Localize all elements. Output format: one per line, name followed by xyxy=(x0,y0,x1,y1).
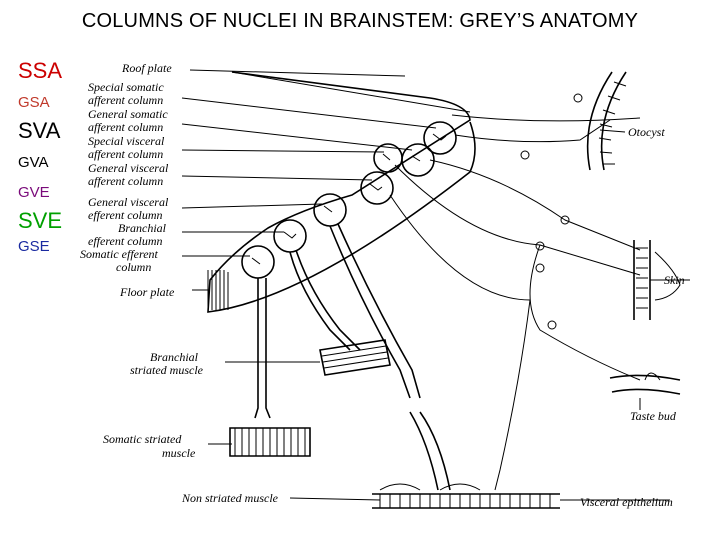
branchial-muscle-tissue xyxy=(319,339,391,376)
label-sva-line1: Special visceral xyxy=(88,134,165,148)
legend-gve: GVE xyxy=(18,184,50,201)
label-ssa-line1: Special somatic xyxy=(88,80,164,94)
nuclei xyxy=(241,121,457,279)
label-gve-line1: General visceral xyxy=(88,195,169,209)
label-branchial-muscle-line1: Branchial xyxy=(150,350,199,364)
efferent-axons xyxy=(254,223,451,491)
label-somatic-efferent-line1: Somatic efferent xyxy=(80,247,159,261)
leader-lines xyxy=(181,69,690,501)
otocyst-epithelium xyxy=(586,71,627,171)
legend-gsa: GSA xyxy=(18,94,50,111)
legend-gva: GVA xyxy=(18,154,49,171)
slide-title: COLUMNS OF NUCLEI IN BRAINSTEM: GREY’S A… xyxy=(81,10,639,32)
nucleus-sva xyxy=(373,143,403,173)
label-floor-plate: Floor plate xyxy=(119,285,175,299)
nucleus-gva xyxy=(360,171,394,205)
visceral-epithelium-tissue xyxy=(372,483,560,509)
label-branchial-line2: efferent column xyxy=(88,234,163,248)
label-branchial-line1: Branchial xyxy=(118,221,167,235)
floor-plate-hatching xyxy=(207,270,229,310)
label-branchial-muscle-line2: striated muscle xyxy=(130,363,204,377)
label-roof-plate: Roof plate xyxy=(121,61,172,75)
label-somatic-efferent-line2: column xyxy=(116,260,151,274)
legend-sve: SVE xyxy=(18,208,63,233)
label-otocyst: Otocyst xyxy=(628,125,665,139)
label-somatic-muscle-line2: muscle xyxy=(162,446,196,460)
label-taste-bud: Taste bud xyxy=(630,409,677,423)
label-somatic-muscle-line1: Somatic striated xyxy=(103,432,182,446)
label-sva-line2: afferent column xyxy=(88,147,163,161)
afferent-fibres xyxy=(389,93,641,491)
legend-gse: GSE xyxy=(18,238,50,255)
label-skin: Skin xyxy=(664,273,685,287)
somatic-muscle-tissue xyxy=(229,427,311,457)
label-gve-line2: efferent column xyxy=(88,208,163,222)
legend-sva: SVA xyxy=(18,118,61,143)
legend-ssa: SSA xyxy=(18,58,63,83)
neural-tube-outline xyxy=(207,71,476,313)
roof-plate-edge xyxy=(231,71,471,113)
brainstem-diagram: Roof plate Special somatic afferent colu… xyxy=(80,61,690,509)
label-gsa-line1: General somatic xyxy=(88,107,168,121)
label-visceral-epithelium: Visceral epithelium xyxy=(580,495,673,509)
nucleus-ssa xyxy=(423,121,457,155)
label-gva-line1: General visceral xyxy=(88,161,169,175)
label-gsa-line2: afferent column xyxy=(88,120,163,134)
taste-bud-tissue xyxy=(609,372,681,395)
label-ssa-line2: afferent column xyxy=(88,93,163,107)
label-gva-line2: afferent column xyxy=(88,174,163,188)
label-non-striated-muscle: Non striated muscle xyxy=(181,491,279,505)
